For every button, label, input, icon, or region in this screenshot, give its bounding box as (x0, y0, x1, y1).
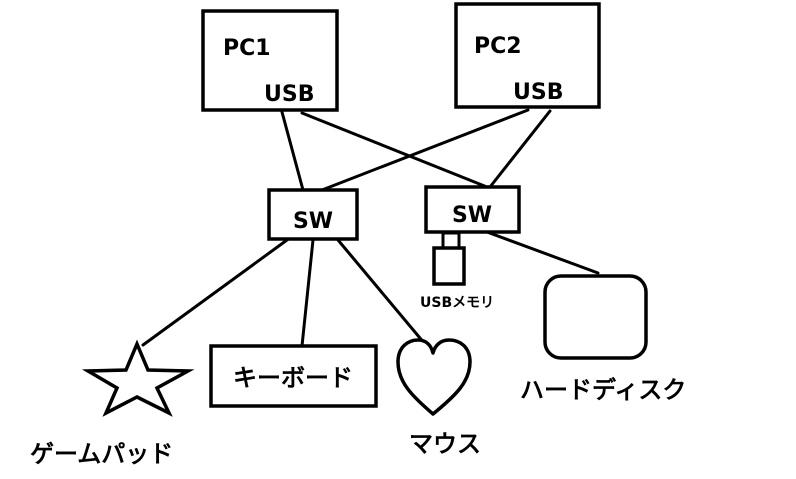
pc1-title: PC1 (223, 36, 271, 61)
keyboard-label: キーボード (233, 364, 353, 392)
usb-memory-body-icon (432, 246, 466, 286)
pc1-usb-label: USB (264, 82, 314, 107)
sw-right-node: SW (424, 185, 521, 234)
hard-disk-label: ハードディスク (520, 376, 686, 404)
link-pc1-to-sw-left (280, 110, 305, 192)
pc2-box (454, 2, 601, 109)
link-sw-left-to-gamepad (141, 238, 289, 347)
sw-left-box (267, 188, 359, 241)
link-pc2-to-sw-left (320, 108, 530, 192)
pc1-node: PC1 USB (201, 9, 339, 112)
hard-disk-node: ハードディスク (520, 274, 686, 404)
gamepad-label: ゲームパッド (30, 440, 173, 468)
usb-memory-connector-icon (441, 231, 461, 250)
pc2-usb-label: USB (513, 80, 563, 105)
mouse-label: マウス (409, 430, 481, 458)
heart-icon (396, 338, 472, 416)
sw-right-box (424, 185, 521, 234)
link-sw-right-to-hard-disk (485, 230, 600, 275)
sw-right-label: SW (452, 203, 492, 228)
keyboard-box (209, 344, 378, 408)
keyboard-node: キーボード (209, 344, 378, 408)
gamepad-node: ゲームパッド (30, 339, 195, 468)
hard-disk-icon (543, 274, 648, 360)
star-icon (81, 339, 195, 417)
connections (141, 108, 600, 352)
usb-memory-label: USBメモリ (420, 295, 494, 311)
pc1-box (201, 9, 339, 112)
pc2-title: PC2 (474, 34, 522, 59)
sw-left-label: SW (293, 209, 333, 234)
pc2-node: PC2 USB (454, 2, 601, 109)
link-pc1-to-sw-right (300, 111, 489, 189)
link-sw-left-to-keyboard (300, 238, 315, 348)
usb-memory-node: USBメモリ (420, 231, 494, 311)
mouse-node: マウス (396, 338, 481, 458)
sw-left-node: SW (267, 188, 359, 241)
link-pc2-to-sw-right (488, 109, 552, 189)
link-sw-left-to-mouse (336, 238, 432, 352)
